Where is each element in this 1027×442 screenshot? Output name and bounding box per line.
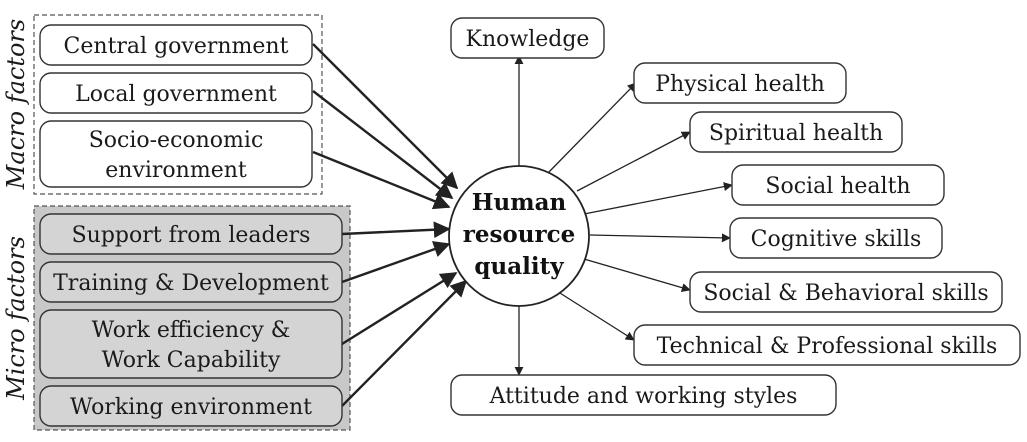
center-node: Human resource quality (448, 165, 590, 307)
arrow-in-5 (341, 241, 451, 284)
macro-group-border (33, 14, 323, 195)
center-label: Human resource quality (463, 189, 576, 280)
center-circle (448, 165, 590, 307)
outcome-8: Attitude and working styles (450, 374, 837, 416)
macro-factor-3: Socio-economic environment (39, 120, 313, 188)
outcome-7: Technical & Professional skills (633, 324, 1021, 366)
arrow-out-2 (546, 82, 637, 175)
micro-factor-3-text: Work Capability (102, 348, 281, 373)
macro-factor-2-box (39, 72, 313, 114)
outcome-8-box (450, 374, 837, 416)
macro-factor-3-box (39, 120, 313, 188)
arrow-out-3 (576, 131, 691, 192)
macro-factor-2-text: Local government (75, 82, 277, 107)
outcome-8-text: Attitude and working styles (489, 384, 798, 409)
outcome-1: Knowledge (450, 17, 605, 59)
macro-factor-2: Local government (39, 72, 313, 114)
outcome-5: Cognitive skills (729, 217, 943, 259)
outcome-2: Physical health (633, 62, 847, 104)
arrow-in-4 (341, 221, 451, 239)
arrow-in-2 (312, 90, 454, 200)
outcome-1-box (450, 17, 605, 59)
outcome-2-text: Physical health (655, 72, 825, 97)
micro-factor-3-box (39, 309, 343, 379)
micro-factor-2-box (39, 261, 343, 303)
micro-factor-2-text: Training & Development (53, 271, 329, 296)
outcome-3-box (689, 111, 903, 153)
macro-group-label: Macro factors (2, 19, 30, 190)
micro-factor-2: Training & Development (39, 261, 343, 303)
micro-factor-3-text: Work efficiency & (92, 318, 291, 343)
outcome-4-box (731, 164, 945, 206)
micro-factor-4-text: Working environment (70, 395, 312, 420)
outcome-6-box (689, 271, 1003, 313)
arrow-out-5 (589, 233, 731, 243)
outcome-6-text: Social & Behavioral skills (703, 281, 988, 306)
outcome-6: Social & Behavioral skills (689, 271, 1003, 313)
outcome-3: Spiritual health (689, 111, 903, 153)
micro-factor-3: Work efficiency & Work Capability (39, 309, 343, 379)
micro-factor-1-text: Support from leaders (72, 223, 311, 248)
outcome-1-text: Knowledge (466, 27, 590, 52)
micro-group-label: Micro factors (2, 236, 30, 401)
macro-factor-3-text: Socio-economic (89, 128, 264, 153)
micro-factor-4: Working environment (39, 385, 343, 427)
outcome-3-text: Spiritual health (709, 121, 883, 146)
arrow-in-6 (341, 271, 458, 346)
center-label-line: Human (472, 189, 567, 216)
macro-factor-1-box (39, 24, 313, 66)
macro-factor-3-text: environment (105, 158, 247, 183)
center-label-line: quality (474, 253, 564, 280)
arrow-in-7 (341, 279, 468, 407)
outcome-5-text: Cognitive skills (751, 227, 922, 252)
arrows-layer (312, 43, 733, 407)
micro-factor-1-box (39, 213, 343, 255)
arrow-out-4 (583, 182, 733, 215)
arrow-out-6 (583, 258, 691, 293)
micro-factor-4-box (39, 385, 343, 427)
outcome-4-text: Social health (765, 174, 910, 199)
macro-factor-1-text: Central government (64, 34, 289, 59)
outcome-2-box (633, 62, 847, 104)
outcome-4: Social health (731, 164, 945, 206)
arrow-in-1 (312, 43, 459, 190)
arrow-out-7 (551, 287, 635, 341)
outcome-5-box (729, 217, 943, 259)
arrow-in-3 (312, 150, 451, 210)
center-label-line: resource (463, 221, 576, 248)
macro-factor-1: Central government (39, 24, 313, 66)
micro-factor-1: Support from leaders (39, 213, 343, 255)
outcome-7-box (633, 324, 1021, 366)
outcome-7-text: Technical & Professional skills (657, 334, 998, 359)
